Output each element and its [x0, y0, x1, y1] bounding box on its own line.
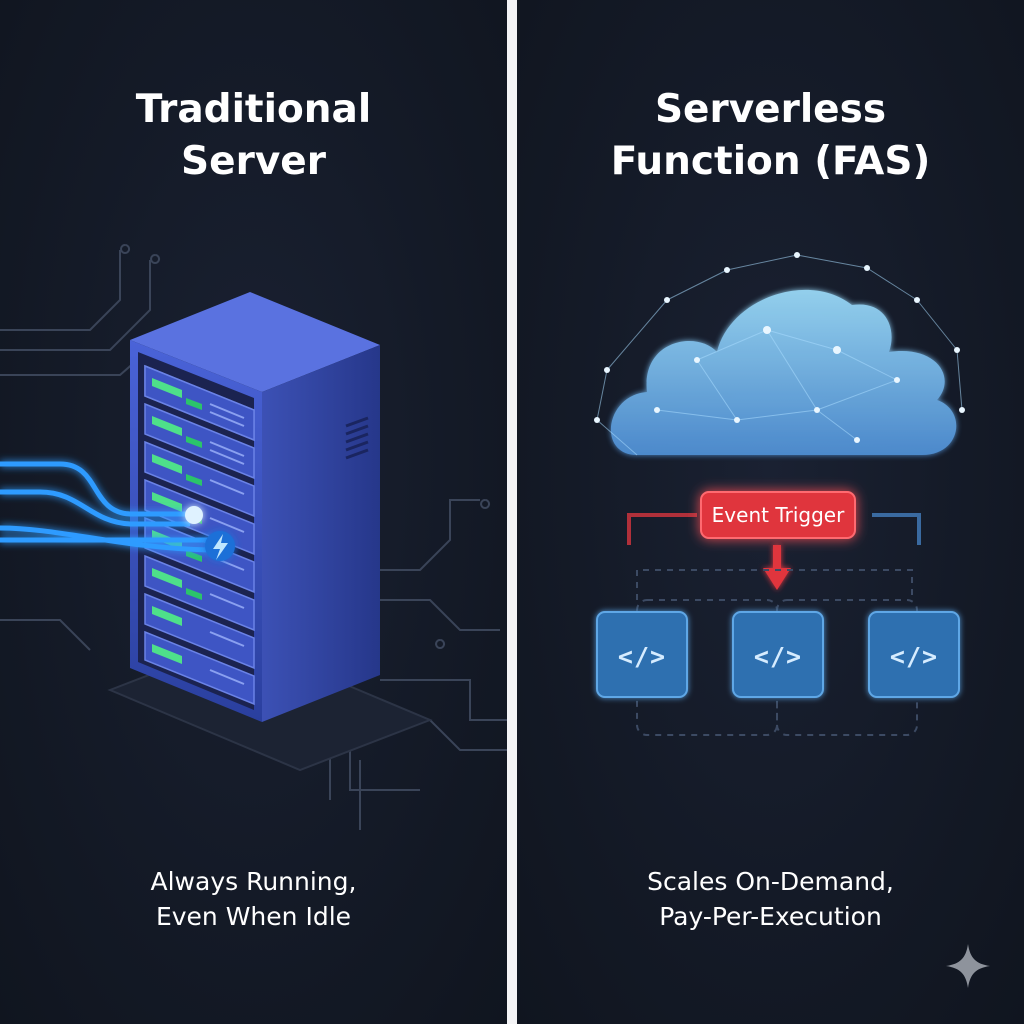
- network-cables: [0, 461, 215, 553]
- function-code-label: </>: [753, 642, 803, 671]
- status-leds: [152, 378, 182, 664]
- event-trigger-label: Event Trigger: [711, 503, 845, 527]
- caption-line-1: Scales On-Demand,: [647, 867, 894, 896]
- arrow-down-icon: [763, 545, 791, 590]
- traditional-server-caption: Always Running, Even When Idle: [0, 864, 507, 934]
- serverless-function-caption: Scales On-Demand, Pay-Per-Execution: [517, 864, 1024, 934]
- caption-line-1: Always Running,: [150, 867, 357, 896]
- title-line-2: Function (FAS): [610, 139, 931, 184]
- server-rack-icon: [130, 292, 380, 722]
- title-line-2: Server: [181, 139, 326, 184]
- panel-divider: [507, 0, 517, 1024]
- cloud-network-icon: [594, 252, 965, 456]
- circuit-traces: [0, 244, 507, 830]
- serverless-illustration: [594, 252, 965, 736]
- serverless-function-panel: Serverless Function (FAS): [517, 0, 1024, 1024]
- traditional-server-title: Traditional Server: [0, 84, 507, 188]
- function-code-label: </>: [889, 642, 939, 671]
- caption-line-2: Even When Idle: [155, 902, 352, 931]
- function-code-label: </>: [617, 642, 667, 671]
- traditional-server-panel: Traditional Server: [0, 0, 507, 1024]
- code-function-icon: [596, 611, 960, 698]
- serverless-function-title: Serverless Function (FAS): [517, 84, 1024, 188]
- event-trigger-box: [700, 491, 856, 539]
- sparkle-icon: [946, 944, 990, 988]
- title-line-1: Serverless: [654, 87, 887, 132]
- title-line-1: Traditional: [135, 87, 372, 132]
- server-illustration: [0, 244, 507, 830]
- lightning-bolt-icon: [205, 531, 235, 561]
- caption-line-2: Pay-Per-Execution: [659, 902, 882, 931]
